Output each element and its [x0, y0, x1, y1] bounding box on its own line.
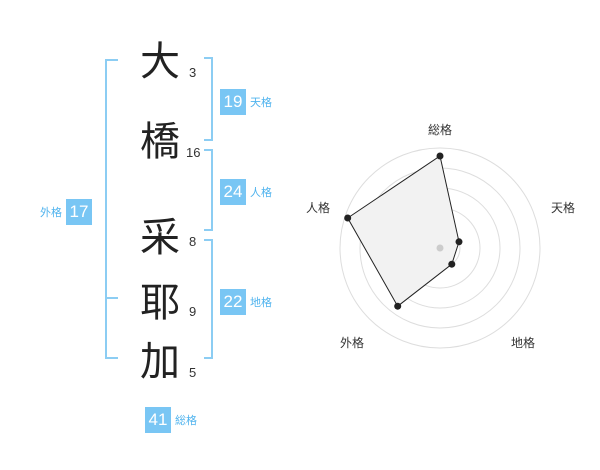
- stroke-count-2: 16: [186, 145, 201, 160]
- chikaku-value: 22: [220, 289, 246, 315]
- gaikaku-bracket: [105, 59, 118, 359]
- soukaku-badge: 41 総格: [145, 407, 197, 433]
- radar-shape: [347, 155, 460, 307]
- name-char-4: 耶: [140, 280, 180, 326]
- radar-point-jinkaku: [344, 214, 352, 222]
- radar-ring-5: [339, 147, 541, 349]
- radar-points: [344, 152, 463, 310]
- tenkaku-badge: 19 天格: [220, 89, 272, 115]
- radar-point-chikaku: [448, 260, 456, 268]
- stroke-count-5: 5: [189, 365, 197, 380]
- name-char-3: 采: [140, 215, 180, 261]
- radar-label-gaikaku: 外格: [340, 335, 364, 350]
- jinkaku-label: 人格: [250, 186, 272, 199]
- chikaku-label: 地格: [250, 296, 272, 309]
- radar-point-gaikaku: [394, 302, 402, 310]
- name-char-2: 橋: [140, 119, 180, 165]
- stroke-count-1: 3: [189, 65, 197, 80]
- name-char-1: 大: [140, 39, 180, 85]
- radar-center-dot: [436, 244, 444, 252]
- gaikaku-label: 外格: [40, 206, 62, 219]
- chikaku-badge: 22 地格: [220, 289, 272, 315]
- radar-label-jinkaku: 人格: [306, 200, 330, 215]
- soukaku-label: 総格: [175, 414, 197, 427]
- jinkaku-badge: 24 人格: [220, 179, 272, 205]
- name-char-5: 加: [140, 339, 180, 385]
- stroke-count-3: 8: [189, 234, 197, 249]
- jinkaku-bracket: [204, 149, 213, 231]
- radar-label-chikaku: 地格: [511, 335, 535, 350]
- soukaku-value: 41: [145, 407, 171, 433]
- radar-label-tenkaku: 天格: [551, 200, 575, 215]
- radar-point-tenkaku: [455, 238, 463, 246]
- gaikaku-value: 17: [66, 199, 92, 225]
- jinkaku-value: 24: [220, 179, 246, 205]
- radar-point-soukaku: [436, 152, 444, 160]
- tenkaku-bracket: [204, 57, 213, 141]
- tenkaku-value: 19: [220, 89, 246, 115]
- tenkaku-label: 天格: [250, 96, 272, 109]
- chikaku-bracket: [204, 239, 213, 359]
- stroke-count-4: 9: [189, 304, 197, 319]
- gaikaku-badge: 外格 17: [40, 199, 92, 225]
- radar-label-soukaku: 総格: [428, 122, 452, 137]
